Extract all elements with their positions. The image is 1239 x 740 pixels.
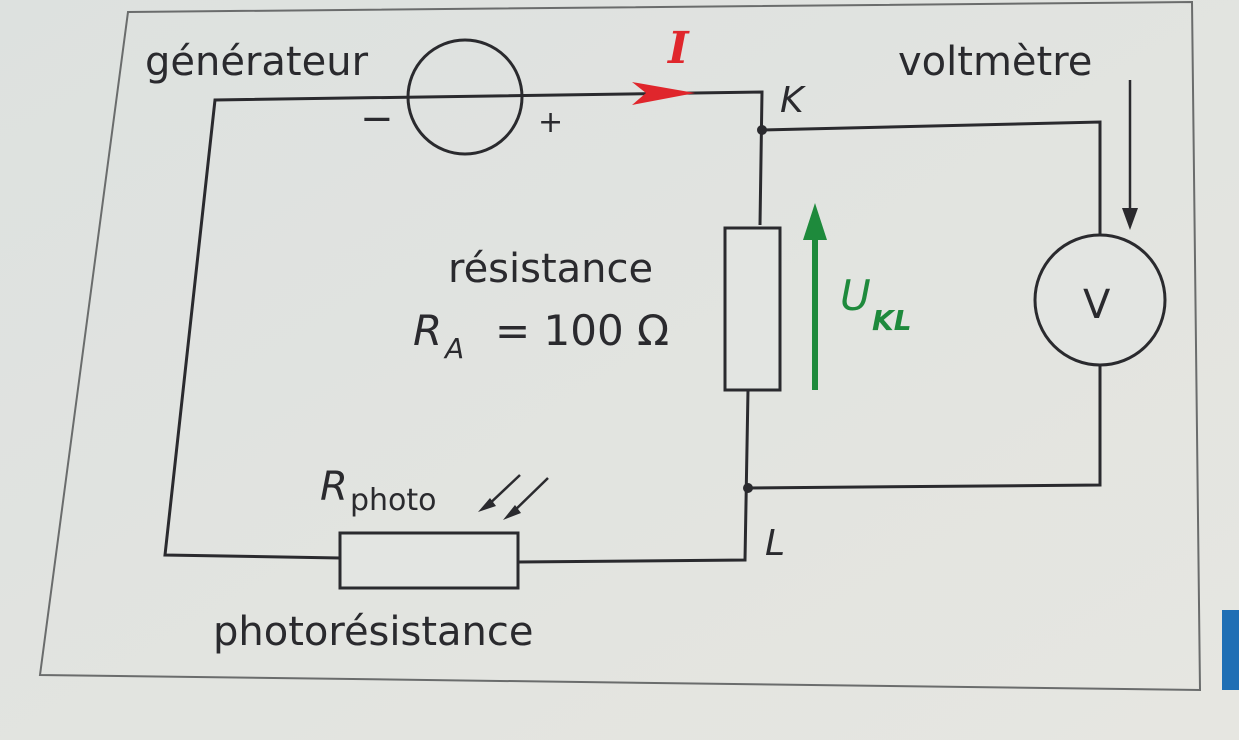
blue-tab: [1222, 610, 1239, 690]
voltmeter-symbol: [1033, 233, 1167, 367]
minus-label: −: [360, 96, 394, 142]
photoresistor-name-label: photorésistance: [213, 609, 534, 655]
photo-sub-label: photo: [350, 483, 437, 518]
current-label: I: [666, 23, 690, 74]
generator-label: générateur: [145, 39, 369, 85]
resistor-value-label: = 100 Ω: [495, 306, 669, 355]
voltmeter-label: voltmètre: [898, 39, 1092, 85]
node-l-label: L: [765, 523, 785, 564]
resistor-symbol: [723, 226, 782, 392]
photoresistor-symbol: [338, 531, 520, 590]
wire-voltmeter-top: [761, 120, 1102, 235]
node-k-dot: [757, 125, 767, 135]
generator-symbol: [406, 38, 524, 156]
voltage-arrow-icon: [803, 203, 827, 240]
diagram-frame: [38, 0, 1202, 692]
resistor-symbol-sub: A: [443, 332, 464, 365]
plus-label: +: [538, 105, 563, 140]
node-k-label: K: [780, 80, 806, 121]
wire-bottom: [517, 389, 750, 564]
wire-left-loop: [163, 90, 764, 560]
node-l-dot: [743, 483, 753, 493]
light-arrow-head-icon: [478, 498, 496, 512]
voltage-sub-label: KL: [872, 304, 912, 337]
arrow-down-icon: [1122, 208, 1138, 230]
photo-symbol-label: R: [320, 464, 348, 510]
resistor-symbol-label: R: [413, 306, 442, 355]
light-arrow-head-icon: [503, 505, 521, 520]
current-arrow-icon: [632, 82, 695, 105]
voltage-symbol-label: U: [840, 271, 871, 320]
resistor-name-label: résistance: [448, 246, 653, 292]
wire-voltmeter-bottom: [747, 365, 1102, 490]
voltmeter-symbol-label: V: [1083, 282, 1111, 328]
